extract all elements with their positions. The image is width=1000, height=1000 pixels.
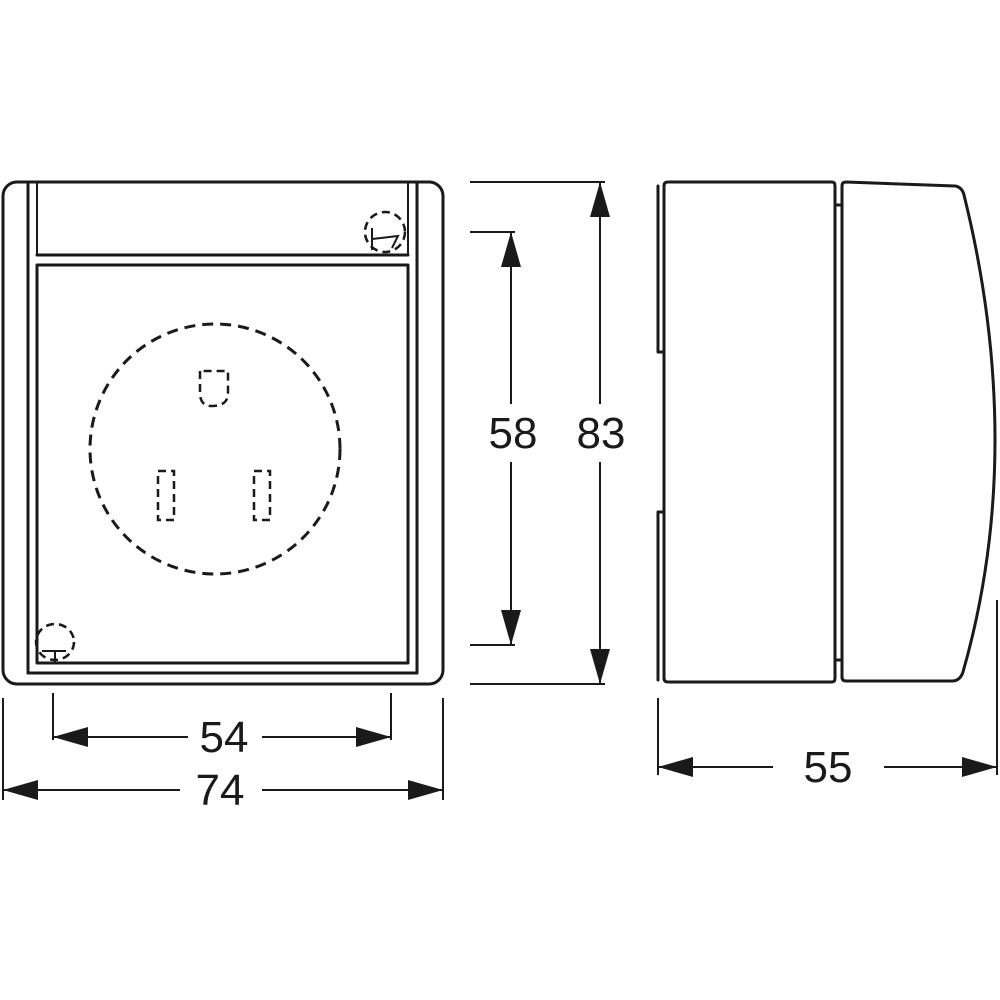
arrowhead	[3, 780, 38, 800]
side-mount-step-top	[656, 184, 666, 354]
socket-ground-pin	[198, 369, 230, 408]
arrowhead	[501, 610, 521, 645]
screw-bottom-left-icon	[34, 622, 76, 663]
socket-left-slot	[156, 469, 176, 522]
arrowhead	[962, 757, 997, 777]
dimension-label-58: 58	[489, 409, 538, 458]
side-mount-step-bottom	[656, 510, 666, 682]
arrowhead	[658, 757, 693, 777]
socket-outlet-icon	[88, 322, 342, 576]
side-base-body	[662, 180, 837, 684]
arrowhead	[356, 727, 391, 747]
arrowhead	[590, 182, 610, 217]
arrowhead	[501, 232, 521, 267]
dimension-label-83: 83	[577, 409, 626, 458]
dimension-label-55: 55	[804, 743, 853, 792]
arrowhead	[590, 649, 610, 684]
dimension-outer-height: 83	[470, 181, 626, 685]
socket-dashed-circle	[88, 322, 342, 576]
screw-top-right-icon	[363, 210, 407, 254]
cover-lid	[35, 263, 410, 665]
socket-right-slot	[252, 469, 272, 522]
front-housing-outline	[1, 180, 445, 686]
arrowhead	[53, 727, 88, 747]
arrowhead	[408, 780, 443, 800]
side-view	[656, 180, 997, 684]
dimension-label-54: 54	[200, 713, 249, 762]
dimension-inner-height: 58	[470, 231, 538, 646]
front-view	[1, 180, 445, 686]
dimension-label-74: 74	[196, 766, 245, 815]
side-cover-profile	[840, 180, 997, 683]
dimension-depth: 55	[657, 600, 998, 792]
dimension-outer-width: 74	[2, 698, 444, 815]
dimension-inner-width: 54	[52, 693, 392, 762]
